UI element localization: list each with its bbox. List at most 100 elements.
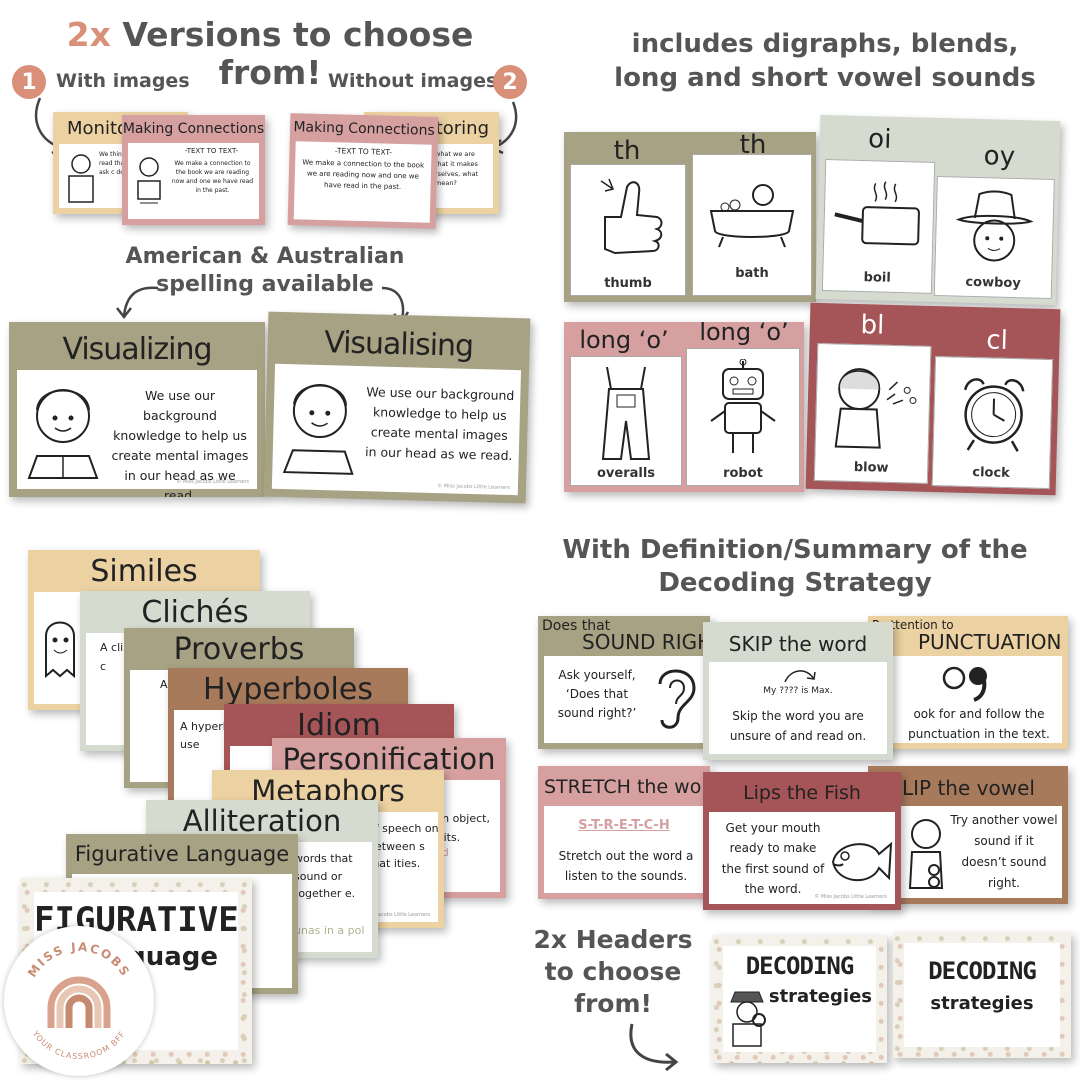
phonics-card-bl-cl: bl cl blow clock <box>805 302 1061 496</box>
cowboy-icon <box>955 190 1034 262</box>
making-connections-title: Making Connections <box>122 121 265 137</box>
hyperboles-title: Hyperboles <box>203 672 373 707</box>
metaphors-body: of speech on between s that ities. <box>368 822 439 871</box>
alliteration-example: unas in a pol <box>294 924 365 937</box>
visualizing-credit: © Miss Jacobs Little Learners <box>176 479 249 485</box>
sound-right-title: SOUND RIGH <box>582 630 710 654</box>
proverbs-body: A <box>160 678 168 691</box>
phonics-label-bl: bl <box>860 310 885 341</box>
logo-bottom-text: YOUR CLASSROOM BFF <box>30 1028 126 1061</box>
flip-the-vowel-card: LIP the vowel Try another vowel sound if… <box>868 766 1068 904</box>
making-connections-body-b: We make a connection to the book we are … <box>302 158 425 191</box>
phonics-word-clock: clock <box>972 465 1010 482</box>
punctuation-body: ook for and follow the punctuation in th… <box>908 707 1050 742</box>
spelling-heading-line1: American & Australian <box>125 244 405 269</box>
miss-jacobs-logo: MISS JACOBS YOUR CLASSROOM BFF <box>4 926 154 1076</box>
arrow-to-headers-icon <box>629 1023 679 1072</box>
skip-title: SKIP the word <box>728 632 868 656</box>
making-connections-card-with-images: Making Connections -TEXT TO TEXT- We mak… <box>122 115 265 225</box>
lips-title: Lips the Fish <box>743 782 861 804</box>
phonics-card-long-o: long ‘o’ long ‘o’ overalls robot <box>564 322 804 492</box>
logo-top-text: MISS JACOBS <box>25 940 131 980</box>
headers-heading-line3: from! <box>574 989 652 1018</box>
robot-icon <box>710 359 776 453</box>
thumb-icon <box>600 178 663 255</box>
phonics-word-cowboy: cowboy <box>965 274 1021 292</box>
alarm-clock-icon <box>964 378 1025 452</box>
punctuation-card: P attention to PUNCTUATION ook for and f… <box>868 616 1068 749</box>
versions-heading: 2x Versions to choose from! <box>10 16 530 92</box>
figurative-language-title: Figurative Language <box>74 842 290 866</box>
decoding-a-bottom: strategies <box>768 986 872 1007</box>
decoding-b-top: DECODING <box>928 957 1037 985</box>
overalls-icon <box>601 366 651 460</box>
phonics-heading-line2: long and short vowel sounds <box>614 63 1036 93</box>
flip-title: LIP the vowel <box>902 776 1035 800</box>
phonics-word-boil: boil <box>863 270 891 286</box>
boiling-pot-icon <box>834 181 920 246</box>
versions-rest: Versions to choose from! <box>110 15 474 92</box>
svg-text:YOUR CLASSROOM BFF: YOUR CLASSROOM BFF <box>30 1028 127 1061</box>
stretch-example: S-T-R-E-T-C-H <box>578 818 670 833</box>
sound-right-pre: Does that <box>542 618 611 634</box>
flip-body: Try another vowel sound if it doesn’t so… <box>950 813 1058 890</box>
with-images-label: With images <box>56 70 190 92</box>
decoding-a-top: DECODING <box>745 952 855 980</box>
visualizing-body: We use our background knowledge to help … <box>111 388 249 497</box>
punctuation-title: PUNCTUATION <box>918 630 1062 654</box>
without-images-label: Without images <box>328 70 498 92</box>
sound-right-body: Ask yourself, ‘Does that sound right?’ <box>557 668 637 721</box>
hyperboles-body: A hyperb use <box>180 720 230 751</box>
lips-body: Get your mouth ready to make the first s… <box>721 821 825 897</box>
bath-icon <box>709 184 795 248</box>
visualising-card-au: Visualising We use our background knowle… <box>263 311 531 504</box>
badge-two: 2 <box>493 65 527 99</box>
svg-text:MISS JACOBS: MISS JACOBS <box>25 940 133 980</box>
making-connections-sub-b: -TEXT TO TEXT- <box>334 146 393 157</box>
visualising-body: We use our background knowledge to help … <box>364 384 515 464</box>
ghost-icon <box>45 621 75 679</box>
phonics-word-thumb: thumb <box>604 276 652 291</box>
phonics-card-th: th th thumb bath <box>564 132 816 302</box>
visualizing-card-us: Visualizing We use our background knowle… <box>9 322 265 497</box>
skip-example: My ???? is Max. <box>763 686 833 696</box>
phonics-heading-line1: includes digraphs, blends, <box>631 29 1019 59</box>
phonics-label-oy: oy <box>983 141 1016 172</box>
alliteration-title: Alliteration <box>182 804 342 838</box>
skip-the-word-card: SKIP the word My ???? is Max. Skip the w… <box>703 622 893 760</box>
skip-arrow-icon <box>784 670 816 683</box>
phonics-label-oi: oi <box>867 124 892 155</box>
metaphors-credit: © Miss Jacobs Little Learners <box>357 912 430 918</box>
sound-right-card: Does that SOUND RIGH Ask yourself, ‘Does… <box>538 616 710 749</box>
headers-heading-line1: 2x Headers <box>533 925 693 954</box>
stretch-the-word-card: STRETCH the wo S-T-R-E-T-C-H Stretch out… <box>538 766 710 899</box>
phonics-word-robot: robot <box>723 466 763 481</box>
definition-heading-line2: Decoding Strategy <box>658 568 932 598</box>
definition-heading-line1: With Definition/Summary of the <box>562 535 1028 565</box>
decoding-header-card-text-only: DECODING strategies <box>893 932 1071 1058</box>
monitoring-body: We think are read that it We ask c does <box>99 151 144 176</box>
headers-heading-line2: to choose <box>544 957 682 986</box>
thinking-girl-icon <box>27 389 99 479</box>
lips-credit: © Miss Jacobs Little Learners <box>814 894 887 900</box>
phonics-label-th-1: th <box>613 136 641 166</box>
phonics-label-cl: cl <box>985 325 1009 356</box>
stretch-body: Stretch out the word a listen to the sou… <box>558 849 694 884</box>
detective-child-icon <box>730 991 766 1047</box>
thinking-girl-icon-b <box>282 383 354 475</box>
monitoring-title: Monito <box>67 118 129 139</box>
making-connections-sub: -TEXT TO TEXT- <box>184 147 239 155</box>
blowing-girl-icon <box>834 368 917 449</box>
spelling-heading-line2: spelling available <box>156 272 374 297</box>
child-with-book-icon <box>137 157 161 204</box>
proverbs-title: Proverbs <box>173 632 305 667</box>
phonics-label-long-o-1: long ‘o’ <box>579 326 669 354</box>
versions-prefix: 2x <box>66 15 111 54</box>
visualising-title: Visualising <box>323 325 474 364</box>
alliteration-body: words that sound or together e. <box>294 852 356 901</box>
decoding-b-bottom: strategies <box>930 993 1034 1014</box>
stretch-title: STRETCH the wo <box>544 776 702 798</box>
idiom-title: Idiom <box>297 708 381 743</box>
visualising-credit: © Miss Jacobs Little Learners <box>437 483 511 491</box>
phonics-word-blow: blow <box>853 459 889 476</box>
